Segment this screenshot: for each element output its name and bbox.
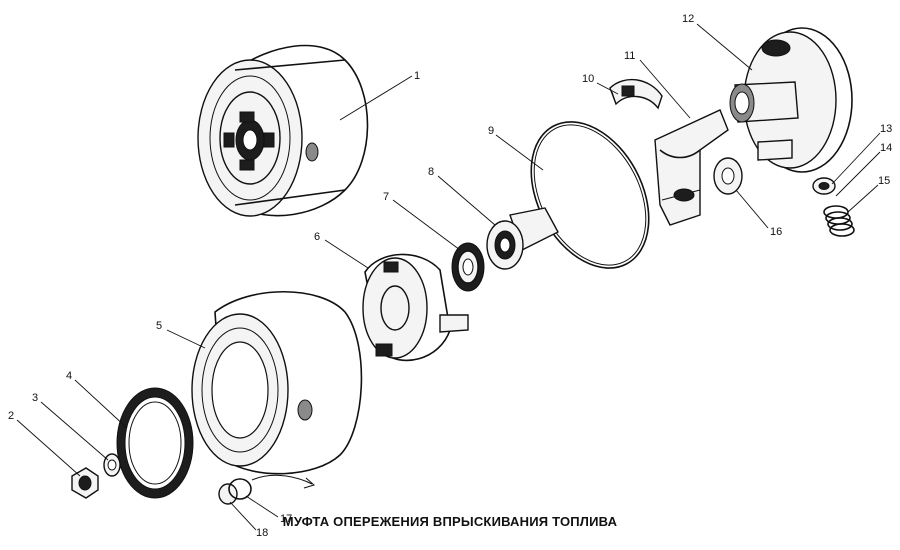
diagram-caption: МУФТА ОПЕРЕЖЕНИЯ ВПРЫСКИВАНИЯ ТОПЛИВА bbox=[282, 514, 618, 529]
leader-lines bbox=[16, 23, 881, 531]
part-6-driven-half bbox=[362, 253, 469, 362]
part-2-nut bbox=[71, 467, 99, 499]
callout-6: 6 bbox=[314, 231, 320, 243]
callout-18: 18 bbox=[256, 527, 268, 539]
callout-3: 3 bbox=[32, 392, 38, 404]
callout-13: 13 bbox=[880, 123, 892, 135]
callout-14: 14 bbox=[880, 142, 892, 154]
callout-12: 12 bbox=[682, 13, 694, 25]
part-5-housing bbox=[191, 291, 363, 475]
callout-7: 7 bbox=[383, 191, 389, 203]
part-4-lip-seal bbox=[116, 387, 194, 499]
callout-15: 15 bbox=[878, 175, 890, 187]
callout-17: 17 bbox=[280, 513, 292, 525]
callout-5: 5 bbox=[156, 320, 162, 332]
part-7-bearing-ring bbox=[451, 242, 485, 292]
part-11-flyweight bbox=[654, 109, 729, 226]
callout-11: 11 bbox=[624, 50, 635, 62]
part-15-spring bbox=[823, 205, 855, 237]
part-16-washer bbox=[713, 157, 743, 195]
callout-10: 10 bbox=[582, 73, 594, 85]
part-1-assembled-coupling bbox=[197, 44, 369, 217]
callout-4: 4 bbox=[66, 370, 72, 382]
callout-9: 9 bbox=[488, 125, 494, 137]
part-3-washer bbox=[103, 453, 121, 477]
part-17-18-plug bbox=[218, 474, 316, 505]
part-9-o-ring bbox=[530, 121, 650, 269]
callout-labels: 1 2 3 4 5 6 7 8 9 10 11 12 13 14 15 16 1… bbox=[8, 13, 892, 539]
part-12-drive-flange bbox=[729, 27, 853, 173]
part-10-spacer bbox=[609, 78, 663, 110]
callout-8: 8 bbox=[428, 166, 434, 178]
callout-2: 2 bbox=[8, 410, 14, 422]
callout-16: 16 bbox=[770, 226, 782, 238]
part-13-14-bushing bbox=[812, 177, 836, 195]
part-8-hub-sleeve bbox=[486, 207, 559, 270]
callout-1: 1 bbox=[414, 70, 420, 82]
